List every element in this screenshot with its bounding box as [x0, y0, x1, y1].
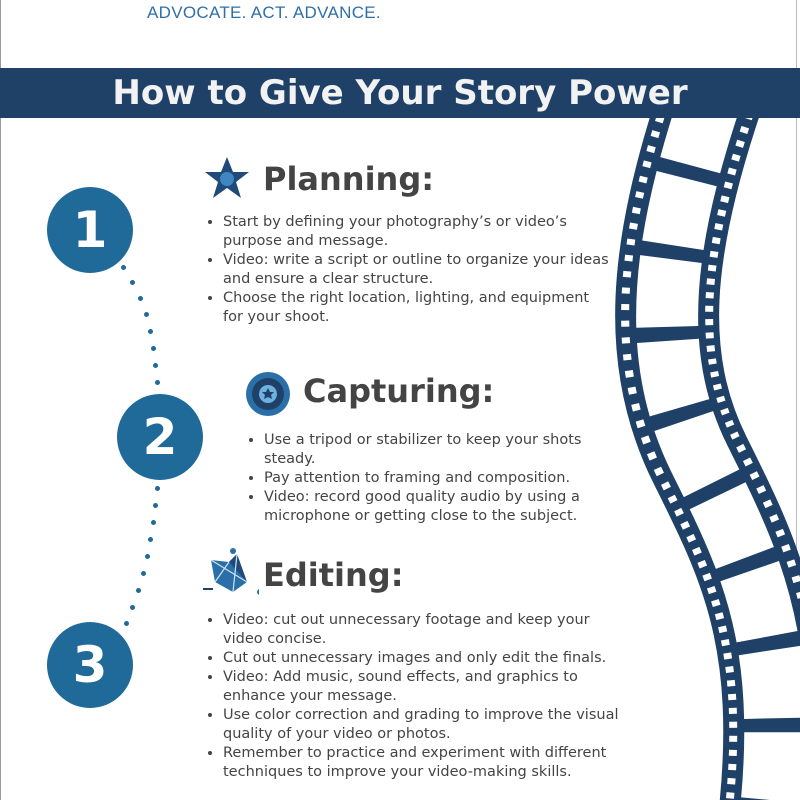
- list-item: Use color correction and grading to impr…: [223, 706, 623, 744]
- list-item: Cut out unnecessary images and only edit…: [223, 649, 623, 668]
- editing-bullets: Video: cut out unnecessary footage and k…: [205, 611, 623, 782]
- step-number-2: 2: [117, 394, 203, 480]
- title-banner: How to Give Your Story Power: [0, 68, 800, 118]
- page-title: How to Give Your Story Power: [112, 73, 688, 113]
- capturing-bullets: Use a tripod or stabilizer to keep your …: [246, 431, 634, 526]
- planning-bullets: Start by defining your photography’s or …: [205, 213, 613, 327]
- list-item: Choose the right location, lighting, and…: [223, 289, 613, 327]
- list-item: Video: write a script or outline to orga…: [223, 251, 613, 289]
- list-item: Start by defining your photography’s or …: [223, 213, 613, 251]
- camera-lens-icon: [246, 372, 290, 416]
- list-item: Video: record good quality audio by usin…: [264, 488, 634, 526]
- step-heading-planning: Planning:: [263, 160, 435, 198]
- list-item: Use a tripod or stabilizer to keep your …: [264, 431, 634, 469]
- step-heading-editing: Editing:: [263, 556, 404, 594]
- list-item: Video: Add music, sound effects, and gra…: [223, 668, 623, 706]
- tagline: ADVOCATE. ACT. ADVANCE.: [147, 3, 381, 22]
- list-item: Pay attention to framing and composition…: [264, 469, 634, 488]
- step-number-3: 3: [47, 622, 133, 708]
- step-number-1: 1: [47, 187, 133, 273]
- step-heading-capturing: Capturing:: [303, 372, 495, 410]
- list-item: Video: cut out unnecessary footage and k…: [223, 611, 623, 649]
- star-icon: [205, 157, 249, 198]
- list-item: Remember to practice and experiment with…: [223, 744, 623, 782]
- editing-shapes-icon: [203, 548, 259, 595]
